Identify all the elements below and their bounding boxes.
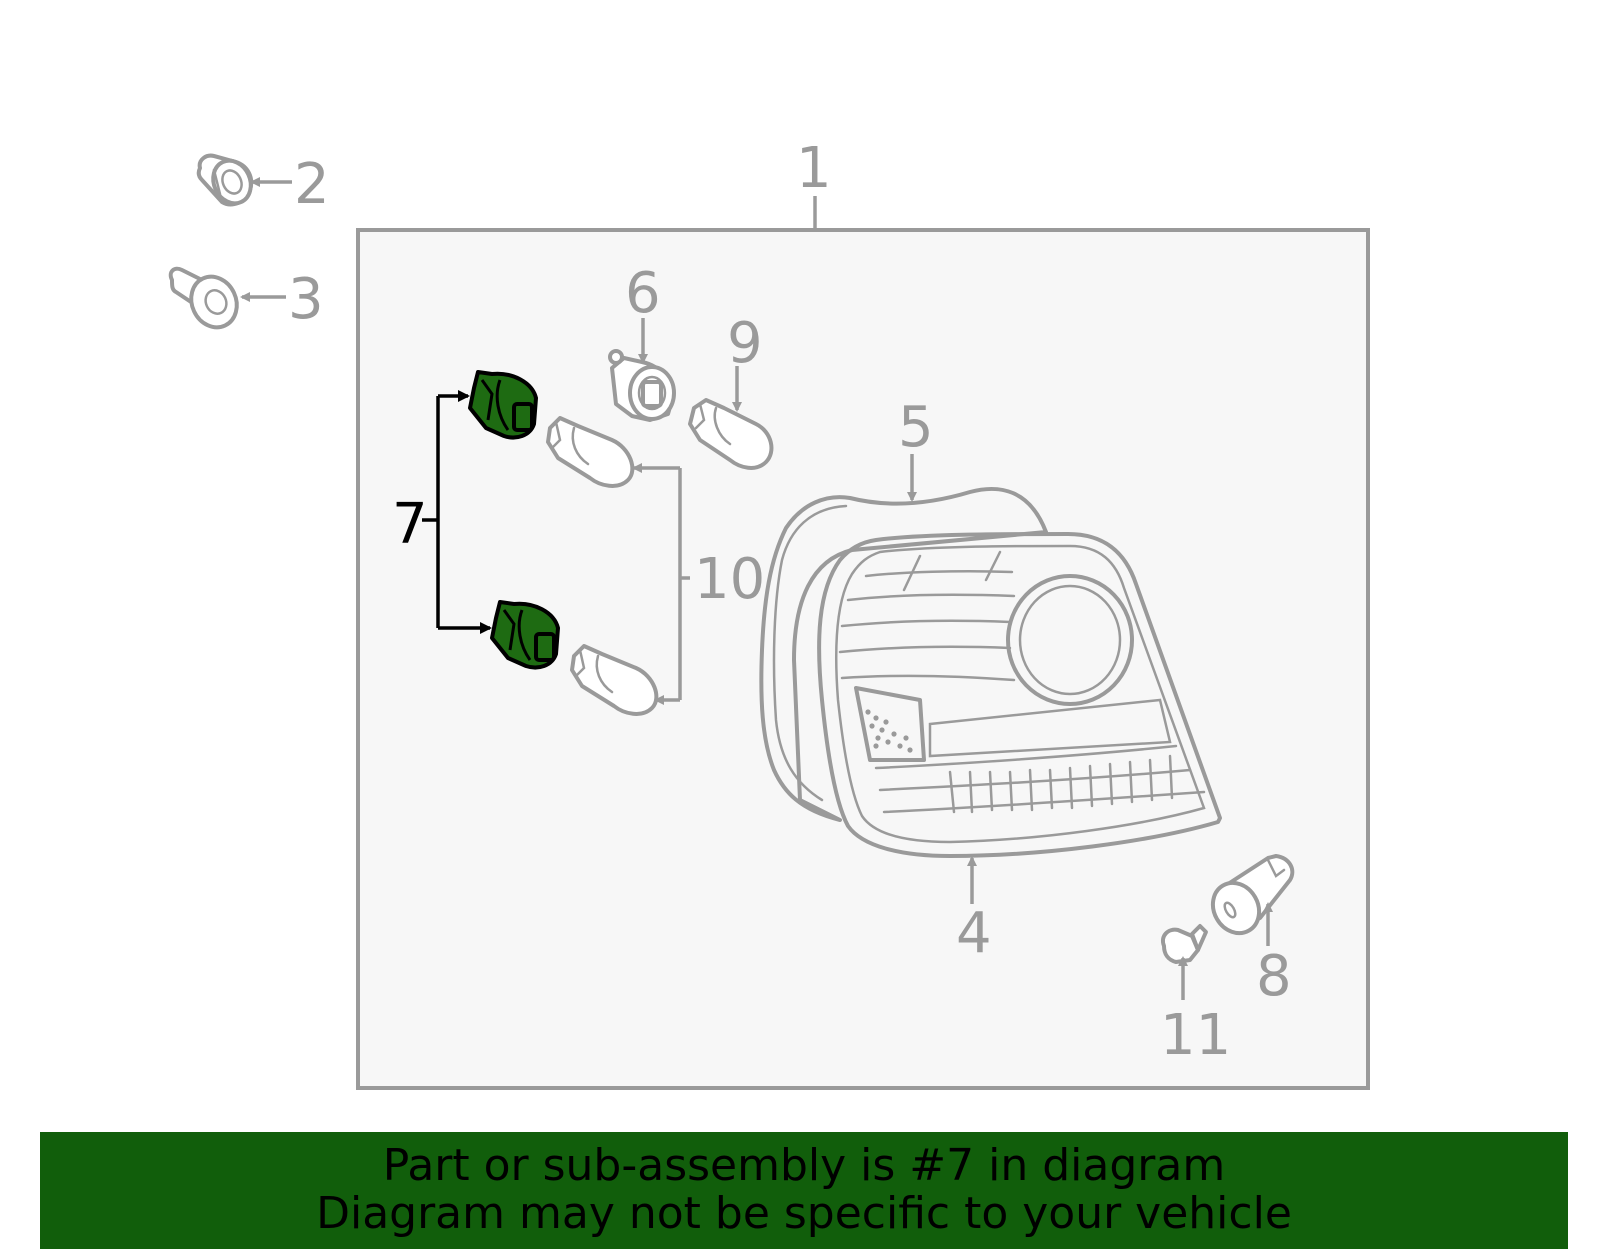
callout-7: 7 xyxy=(392,492,428,557)
lamp-lens-icon xyxy=(817,532,1222,858)
bulb-icon xyxy=(570,644,659,716)
bolt-icon xyxy=(168,266,239,330)
callout-11: 11 xyxy=(1160,1003,1231,1068)
callout-10: 10 xyxy=(694,547,765,612)
leader-10 xyxy=(678,468,690,700)
bulb-icon xyxy=(688,398,774,470)
callout-4: 4 xyxy=(956,901,992,966)
bulb-icon xyxy=(546,416,635,488)
banner-line-disclaimer: Diagram may not be specific to your vehi… xyxy=(316,1188,1292,1239)
highlighted-socket-icon xyxy=(468,370,538,440)
callout-8: 8 xyxy=(1256,944,1292,1009)
lamp-housing-icon xyxy=(759,487,1048,822)
highlighted-socket-icon xyxy=(490,600,560,670)
bulb-icon xyxy=(1161,924,1208,964)
callout-6: 6 xyxy=(625,261,661,326)
leader-7 xyxy=(422,396,440,628)
banner-line-part: Part or sub-assembly is #7 in diagram xyxy=(382,1140,1226,1191)
callout-5: 5 xyxy=(898,395,934,460)
info-banner: Part or sub-assembly is #7 in diagram Di… xyxy=(40,1132,1568,1249)
callout-9: 9 xyxy=(727,311,763,376)
screw-icon xyxy=(196,153,254,207)
callout-2: 2 xyxy=(294,152,330,217)
bulb-socket-icon xyxy=(608,349,676,422)
callout-1: 1 xyxy=(796,136,832,201)
callout-3: 3 xyxy=(288,267,324,332)
bulb-socket-icon xyxy=(1210,854,1295,936)
